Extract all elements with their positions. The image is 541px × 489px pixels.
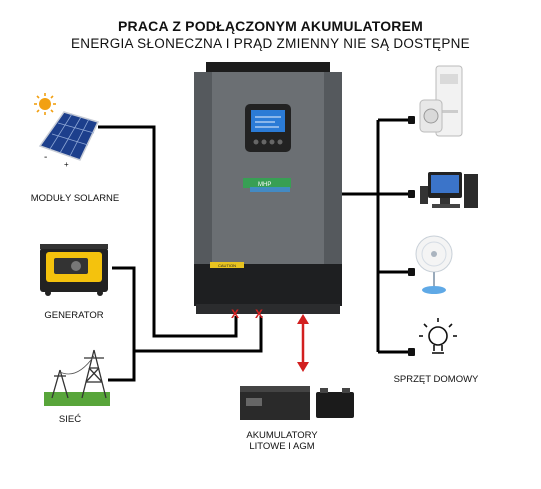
battery-icon [240, 386, 354, 420]
plug-icon [408, 190, 415, 198]
generator-label: GENERATOR [44, 310, 104, 321]
plug-icon [408, 268, 415, 276]
computer-icon [420, 172, 478, 208]
solar-label: MODUŁY SOLARNE [30, 193, 120, 204]
diagram-subtitle: ENERGIA SŁONECZNA I PRĄD ZMIENNY NIE SĄ … [71, 36, 470, 51]
battery-label-line2: LITOWE I AGM [249, 441, 315, 452]
grid-label: SIEĆ [58, 414, 82, 425]
wiring [98, 118, 410, 382]
solar-panel-icon [34, 93, 100, 161]
generator-icon [40, 244, 108, 296]
inverter-caution: CAUTION [218, 263, 236, 268]
sun-icon [39, 98, 51, 110]
blocked-input-left: X [231, 307, 239, 321]
plug-icons [408, 116, 415, 356]
generator-wire [108, 266, 136, 382]
battery-flow-arrow [297, 314, 309, 372]
plug-icon [408, 348, 415, 356]
inverter-icon [194, 62, 342, 314]
battery-label-line1: AKUMULATORY [246, 430, 318, 441]
inverter-brand: MHP [258, 182, 271, 188]
loads-label: SPRZĘT DOMOWY [393, 374, 479, 385]
air-conditioner-icon [419, 65, 463, 137]
solar-minus-mark: - [44, 152, 47, 163]
light-bulb-icon [419, 318, 457, 354]
diagram-title: PRACA Z PODŁĄCZONYM AKUMULATOREM [117, 18, 424, 34]
solar-plus-mark: + [64, 160, 69, 169]
plug-icon [408, 116, 415, 124]
solar-wire [98, 125, 238, 338]
blocked-input-right: X [255, 307, 263, 321]
power-tower-icon [44, 349, 110, 406]
ac-input-wire [134, 316, 263, 353]
fan-icon [415, 235, 453, 294]
